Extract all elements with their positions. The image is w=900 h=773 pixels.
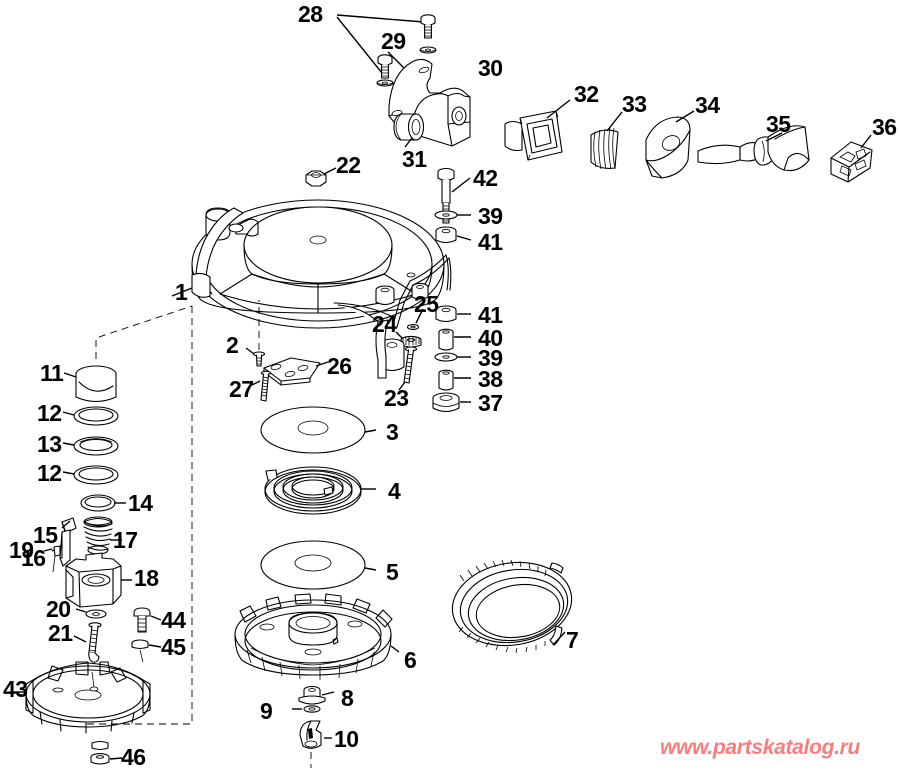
part-31-bushing bbox=[393, 113, 425, 148]
callout-24: 24 bbox=[372, 311, 397, 337]
callout-39: 39 bbox=[478, 345, 503, 371]
callout-16: 16 bbox=[21, 545, 46, 571]
callout-20: 20 bbox=[46, 596, 71, 622]
callout-18: 18 bbox=[134, 565, 159, 591]
callout-42: 42 bbox=[473, 165, 498, 191]
callout-38: 38 bbox=[478, 366, 503, 392]
part-13-retaining-ring bbox=[62, 436, 119, 456]
callout-21: 21 bbox=[48, 620, 73, 646]
callout-28: 28 bbox=[298, 1, 323, 27]
part-12-o-ring-lower bbox=[62, 465, 119, 485]
callout-34: 34 bbox=[695, 92, 720, 118]
part-25-o-ring bbox=[406, 308, 424, 330]
callout-26: 26 bbox=[327, 353, 352, 379]
part-2-screw bbox=[245, 300, 266, 367]
part-40-sleeve bbox=[438, 328, 471, 351]
part-20-washer-flat bbox=[75, 608, 107, 619]
part-23-long-screw bbox=[398, 346, 418, 391]
callout-44: 44 bbox=[161, 607, 186, 633]
callout-3: 3 bbox=[386, 419, 399, 445]
part-9-washer-tiny bbox=[292, 705, 321, 713]
part-11-cap bbox=[63, 365, 117, 403]
callout-43: 43 bbox=[3, 676, 28, 702]
callout-14: 14 bbox=[128, 490, 153, 516]
part-46-bushing bbox=[90, 740, 123, 765]
callout-41: 41 bbox=[478, 302, 503, 328]
part-6-rope-pulley bbox=[234, 593, 400, 680]
assembly-dashed-guides bbox=[84, 305, 193, 725]
part-21-bolt bbox=[73, 622, 102, 663]
callout-9: 9 bbox=[260, 698, 273, 724]
part-17-compression-spring bbox=[83, 516, 122, 555]
callout-25: 25 bbox=[414, 291, 439, 317]
part-39-upper-washer bbox=[434, 210, 471, 220]
callout-23: 23 bbox=[384, 385, 409, 411]
part-38-spacer-small bbox=[438, 369, 471, 391]
callout-40: 40 bbox=[478, 325, 503, 351]
part-41-upper-nut bbox=[435, 226, 472, 244]
callout-39b: 39 bbox=[478, 203, 503, 229]
callout-32: 32 bbox=[574, 81, 599, 107]
callout-2: 2 bbox=[226, 332, 239, 358]
part-18-lock-body bbox=[65, 552, 132, 608]
callout-41b: 41 bbox=[478, 229, 503, 255]
part-19-clip bbox=[43, 545, 61, 573]
part-27-screw bbox=[251, 370, 272, 402]
part-39-lower-washer bbox=[434, 352, 471, 362]
callout-10: 10 bbox=[334, 726, 359, 752]
callout-22: 22 bbox=[336, 152, 361, 178]
part-34-handle-cover bbox=[645, 110, 695, 179]
callout-31: 31 bbox=[402, 146, 427, 172]
part-33-bellows bbox=[590, 111, 623, 170]
callout-15: 15 bbox=[33, 522, 58, 548]
callout-29: 29 bbox=[381, 28, 406, 54]
part-12-o-ring-upper bbox=[62, 406, 119, 426]
part-5-washer-disc-lower bbox=[260, 540, 377, 590]
part-7-starter-rope bbox=[451, 559, 573, 654]
part-41-lower-nut bbox=[435, 305, 471, 323]
part-22-nut bbox=[305, 167, 337, 187]
part-37-spacer-large bbox=[432, 392, 471, 413]
callout-27: 27 bbox=[229, 376, 254, 402]
part-29-washers bbox=[376, 46, 437, 87]
callout-36: 36 bbox=[872, 114, 897, 140]
callout-12b: 12 bbox=[37, 460, 62, 486]
callout-30: 30 bbox=[478, 55, 503, 81]
part-1-starter-housing bbox=[171, 199, 452, 379]
part-3-washer-disc bbox=[260, 406, 377, 454]
part-10-pawl bbox=[299, 720, 332, 768]
callout-45: 45 bbox=[161, 634, 186, 660]
callout-12: 12 bbox=[37, 400, 62, 426]
callout-5: 5 bbox=[386, 559, 399, 585]
part-8-bushing bbox=[298, 685, 335, 705]
callout-35: 35 bbox=[766, 111, 791, 137]
part-28-bolts bbox=[377, 14, 436, 79]
callout-46: 46 bbox=[121, 744, 146, 770]
part-43-starter-cup bbox=[14, 661, 151, 734]
part-36-insert bbox=[830, 134, 873, 183]
callout-33: 33 bbox=[622, 91, 647, 117]
callout-6: 6 bbox=[404, 647, 417, 673]
part-26-bracket-plate bbox=[263, 357, 329, 386]
part-44-screw bbox=[133, 607, 162, 633]
callout-19: 19 bbox=[9, 537, 34, 563]
part-45-washer bbox=[131, 639, 162, 663]
part-32-grommet-housing bbox=[504, 99, 571, 161]
callout-11: 11 bbox=[40, 360, 64, 386]
part-35-starter-handle bbox=[697, 125, 810, 172]
part-24-washer-pair bbox=[395, 331, 422, 348]
part-14-o-ring-small bbox=[80, 494, 126, 512]
callout-1: 1 bbox=[175, 279, 188, 305]
part-4-recoil-spring bbox=[264, 466, 376, 515]
site-watermark: www.partskatalog.ru bbox=[660, 736, 861, 759]
callout-8: 8 bbox=[341, 685, 354, 711]
callout-37: 37 bbox=[478, 390, 503, 416]
callout-17: 17 bbox=[113, 527, 138, 553]
callout-13: 13 bbox=[37, 431, 62, 457]
callout-7: 7 bbox=[566, 627, 579, 653]
callout-4: 4 bbox=[388, 478, 401, 504]
leader-lines-top bbox=[336, 14, 425, 79]
